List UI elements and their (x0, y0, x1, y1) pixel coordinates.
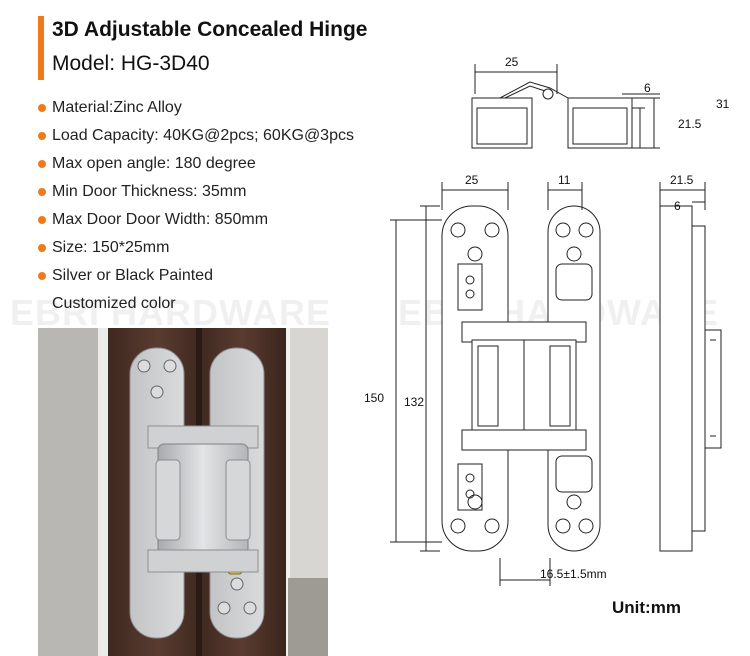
dimension-drawing: 25 6 31 21.5 25 11 21.5 6 132 150 16.5±1… (364, 55, 730, 586)
spec-item: Size: 150*25mm (38, 234, 354, 262)
spec-text: Min Door Thickness: 35mm (52, 183, 247, 200)
spec-item: Load Capacity: 40KG@2pcs; 60KG@3pcs (38, 122, 354, 150)
dim-adjust: 16.5±1.5mm (540, 567, 607, 581)
spec-item: Silver or Black Painted (38, 262, 354, 290)
hinge-photo-illustration (38, 328, 328, 656)
spec-text: Size: 150*25mm (52, 239, 170, 256)
spec-text: Max Door Door Width: 850mm (52, 211, 269, 228)
bullet-icon (38, 272, 46, 280)
bullet-icon (38, 132, 46, 140)
title-accent-bar (38, 16, 44, 80)
spec-item: Max Door Door Width: 850mm (38, 206, 354, 234)
spec-item: Customized color (38, 290, 354, 318)
bullet-icon (38, 104, 46, 112)
product-photo (38, 328, 328, 656)
spec-text: Max open angle: 180 degree (52, 155, 256, 172)
dim-top-height: 31 (716, 97, 730, 111)
spec-item: Material:Zinc Alloy (38, 94, 354, 122)
spec-text: Customized color (52, 295, 176, 312)
dim-top-depth: 21.5 (678, 117, 702, 131)
dim-inner-length: 132 (404, 395, 424, 409)
spec-item: Min Door Thickness: 35mm (38, 178, 354, 206)
dim-right-six: 6 (674, 199, 681, 213)
dim-right-width: 21.5 (670, 173, 694, 187)
unit-label: Unit:mm (612, 598, 681, 617)
spec-list: Material:Zinc Alloy Load Capacity: 40KG@… (38, 94, 354, 318)
bullet-icon (38, 216, 46, 224)
spec-text: Material:Zinc Alloy (52, 99, 182, 116)
spec-text: Silver or Black Painted (52, 267, 213, 284)
dim-total-length: 150 (364, 391, 384, 405)
spec-text: Load Capacity: 40KG@2pcs; 60KG@3pcs (52, 127, 354, 144)
product-title: 3D Adjustable Concealed Hinge (52, 18, 368, 41)
dim-top-width: 25 (505, 55, 519, 69)
dim-front-width: 25 (465, 173, 479, 187)
bullet-icon (38, 188, 46, 196)
watermark-left: EBRI HARDWARE (10, 292, 332, 333)
spec-item: Max open angle: 180 degree (38, 150, 354, 178)
technical-drawing: 25 6 31 21.5 25 11 21.5 6 132 150 16.5±1… (360, 50, 750, 656)
dim-top-six: 6 (644, 81, 651, 95)
dim-side-width: 11 (558, 173, 571, 187)
model-number: Model: HG-3D40 (52, 52, 210, 75)
bullet-icon (38, 160, 46, 168)
bullet-icon (38, 244, 46, 252)
